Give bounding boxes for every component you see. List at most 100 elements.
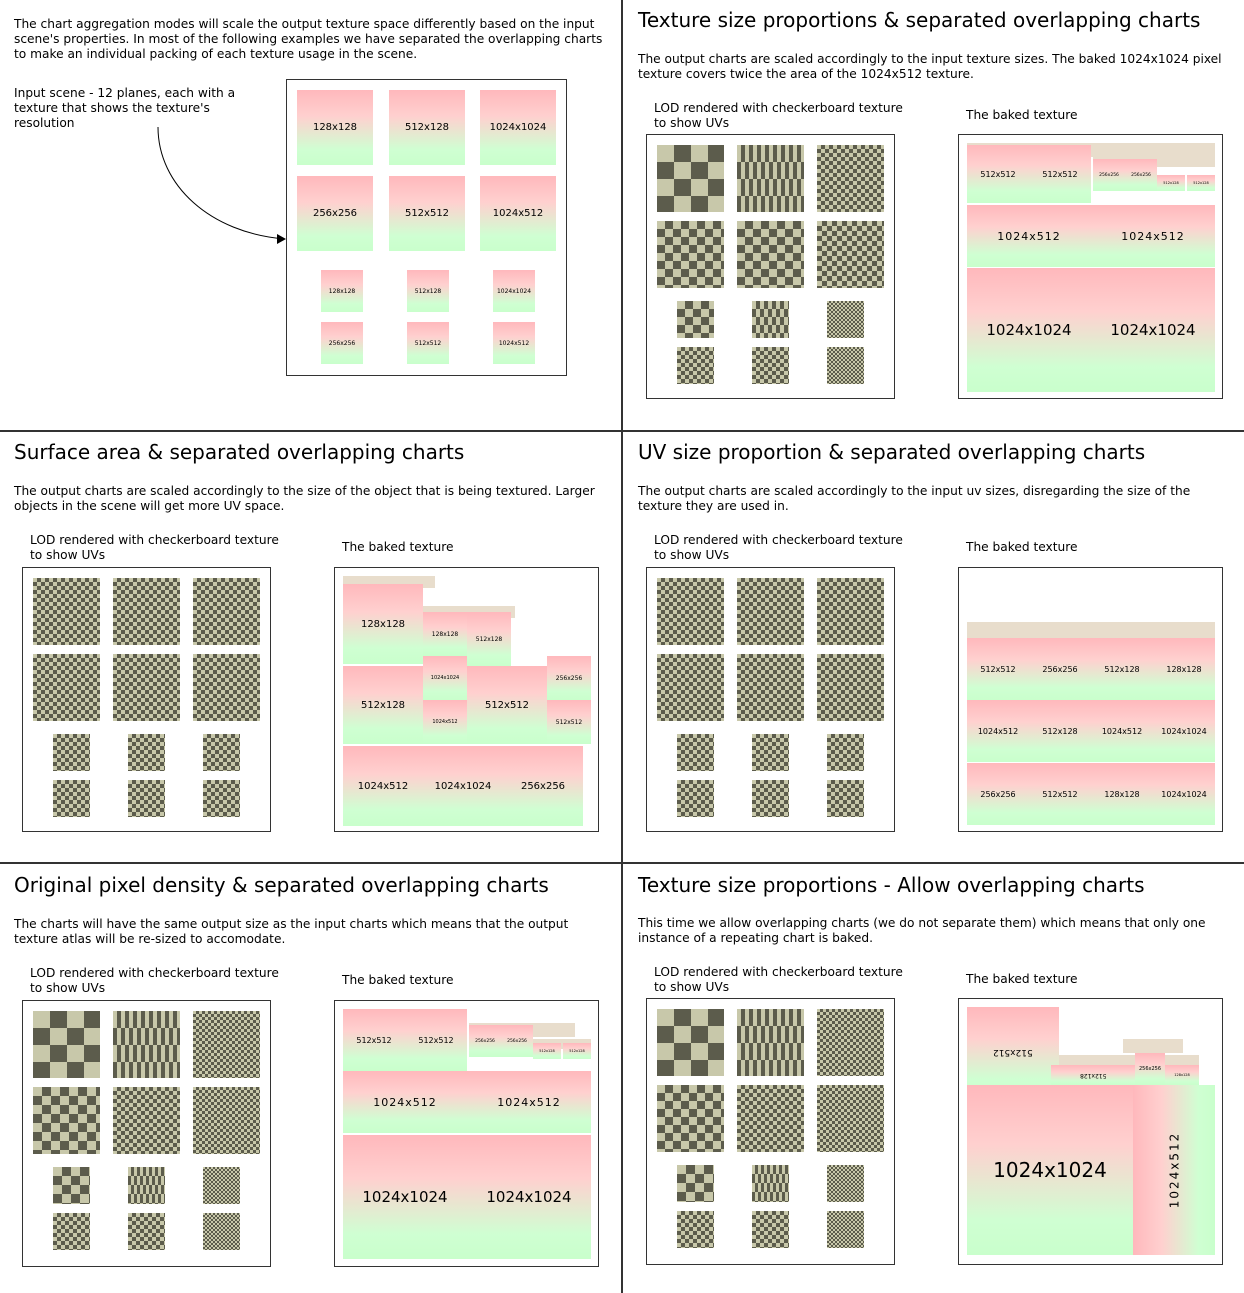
- lod-frame: [646, 567, 895, 832]
- atlas-tile: 512x128: [1051, 1065, 1135, 1085]
- atlas-base-strip: [531, 1039, 591, 1049]
- checkerboard-plane: [193, 1087, 260, 1154]
- checkerboard-plane: [53, 1167, 90, 1204]
- atlas-tile: 1024x512: [967, 700, 1029, 762]
- atlas-tile: 256x256: [501, 1025, 533, 1057]
- atlas-tile: 1024x1024: [1153, 700, 1215, 762]
- checkerboard-plane: [128, 734, 165, 771]
- checkerboard-plane: [817, 221, 884, 288]
- checkerboard-plane: [737, 1009, 804, 1076]
- atlas-tile: 512x512: [467, 666, 547, 744]
- checkerboard-plane: [113, 1011, 180, 1078]
- baked-caption: The baked texture: [966, 108, 1078, 122]
- atlas-tile: 256x256: [1125, 159, 1157, 191]
- atlas-tile: 1024x512: [467, 1071, 591, 1133]
- atlas-tile: 1024x1024: [967, 1085, 1133, 1255]
- lod-caption: LOD rendered with checkerboard texture t…: [30, 533, 279, 562]
- atlas-tile: 512x512: [1029, 145, 1091, 203]
- atlas-tile: 1024x512: [343, 1071, 467, 1133]
- checkerboard-plane: [677, 301, 714, 338]
- baked-caption: The baked texture: [966, 972, 1078, 986]
- lod-frame: [22, 567, 271, 832]
- atlas-tile: 512x128: [533, 1043, 561, 1059]
- checkerboard-plane: [737, 221, 804, 288]
- checkerboard-plane: [677, 734, 714, 771]
- checkerboard-plane: [827, 1165, 864, 1202]
- checkerboard-plane: [817, 578, 884, 645]
- checkerboard-plane: [752, 301, 789, 338]
- lod-frame: [646, 134, 895, 399]
- checkerboard-plane: [203, 1213, 240, 1250]
- checkerboard-plane: [752, 780, 789, 817]
- arrow-icon: [157, 126, 286, 244]
- checkerboard-plane: [817, 145, 884, 212]
- baked-texture-frame: 512x512 512x128 256x256 128x128 1024x102…: [958, 998, 1223, 1265]
- checkerboard-plane: [53, 780, 90, 817]
- atlas-tile: 1024x1024: [967, 268, 1091, 392]
- input-scene-label: Input scene - 12 planes, each with a tex…: [14, 86, 236, 130]
- atlas-base-strip: [1123, 1039, 1183, 1053]
- checkerboard-plane: [827, 301, 864, 338]
- baked-texture-frame: 512x512 512x512 256x256 256x256 512x128 …: [958, 134, 1223, 399]
- atlas-tile: 512x512: [967, 145, 1029, 203]
- atlas-tile: 512x512: [405, 1009, 467, 1071]
- checkerboard-plane: [203, 734, 240, 771]
- baked-texture-frame: 128x128 128x128 512x128 1024x1024 256x25…: [334, 567, 599, 832]
- atlas-tile: 128x128: [1153, 638, 1215, 700]
- baked-texture-frame: 512x512 256x256 512x128 128x128 1024x512…: [958, 567, 1223, 832]
- checkerboard-plane: [193, 1011, 260, 1078]
- lod-frame: [646, 998, 895, 1265]
- atlas-tile: 1024x512: [1133, 1085, 1215, 1255]
- atlas-tile: 512x512: [1029, 763, 1091, 825]
- checkerboard-plane: [677, 780, 714, 817]
- checkerboard-plane: [817, 654, 884, 721]
- atlas-tile: 1024x512: [1091, 205, 1215, 267]
- checkerboard-plane: [203, 1167, 240, 1204]
- baked-caption: The baked texture: [342, 540, 454, 554]
- checkerboard-plane: [203, 780, 240, 817]
- atlas-tile: 256x256: [1029, 638, 1091, 700]
- checkerboard-plane: [33, 654, 100, 721]
- atlas-tile: 512x128: [1029, 700, 1091, 762]
- checkerboard-plane: [657, 1009, 724, 1076]
- checkerboard-plane: [33, 578, 100, 645]
- panel-title: Surface area & separated overlapping cha…: [14, 440, 465, 464]
- baked-caption: The baked texture: [966, 540, 1078, 554]
- checkerboard-plane: [737, 145, 804, 212]
- atlas-tile: 256x256: [1135, 1053, 1165, 1085]
- checkerboard-plane: [752, 1211, 789, 1248]
- checkerboard-plane: [113, 654, 180, 721]
- atlas-tile: 128x128: [1165, 1065, 1199, 1085]
- checkerboard-plane: [752, 347, 789, 384]
- input-tile: 1024x512: [493, 322, 535, 364]
- checkerboard-plane: [113, 578, 180, 645]
- checkerboard-plane: [657, 1085, 724, 1152]
- atlas-tile: 1024x1024: [423, 746, 503, 826]
- checkerboard-plane: [752, 734, 789, 771]
- panel-description: The charts will have the same output siz…: [14, 917, 569, 946]
- panel-description: The output charts are scaled accordingly…: [638, 52, 1222, 81]
- lod-caption: LOD rendered with checkerboard texture t…: [654, 965, 903, 994]
- checkerboard-plane: [657, 578, 724, 645]
- atlas-tile: 1024x1024: [467, 1135, 591, 1259]
- atlas-tile: 256x256: [1093, 159, 1125, 191]
- checkerboard-plane: [677, 1211, 714, 1248]
- checkerboard-plane: [53, 734, 90, 771]
- input-tile: 1024x512: [480, 176, 556, 251]
- panel-title: Texture size proportions - Allow overlap…: [638, 873, 1145, 897]
- checkerboard-plane: [128, 1167, 165, 1204]
- panel-title: Texture size proportions & separated ove…: [638, 8, 1201, 32]
- atlas-tile: 512x512: [547, 700, 591, 744]
- atlas-tile: 256x256: [547, 656, 591, 700]
- atlas-tile: 128x128: [423, 612, 467, 656]
- input-tile: 256x256: [321, 322, 363, 364]
- input-tile: 128x128: [321, 270, 363, 312]
- checkerboard-plane: [737, 578, 804, 645]
- panel-title: Original pixel density & separated overl…: [14, 873, 549, 897]
- input-tile: 256x256: [297, 176, 373, 251]
- atlas-tile: 512x512: [967, 1007, 1059, 1097]
- horizontal-divider-2: [0, 862, 1244, 864]
- checkerboard-plane: [827, 1211, 864, 1248]
- input-tile: 512x128: [407, 270, 449, 312]
- checkerboard-plane: [193, 654, 260, 721]
